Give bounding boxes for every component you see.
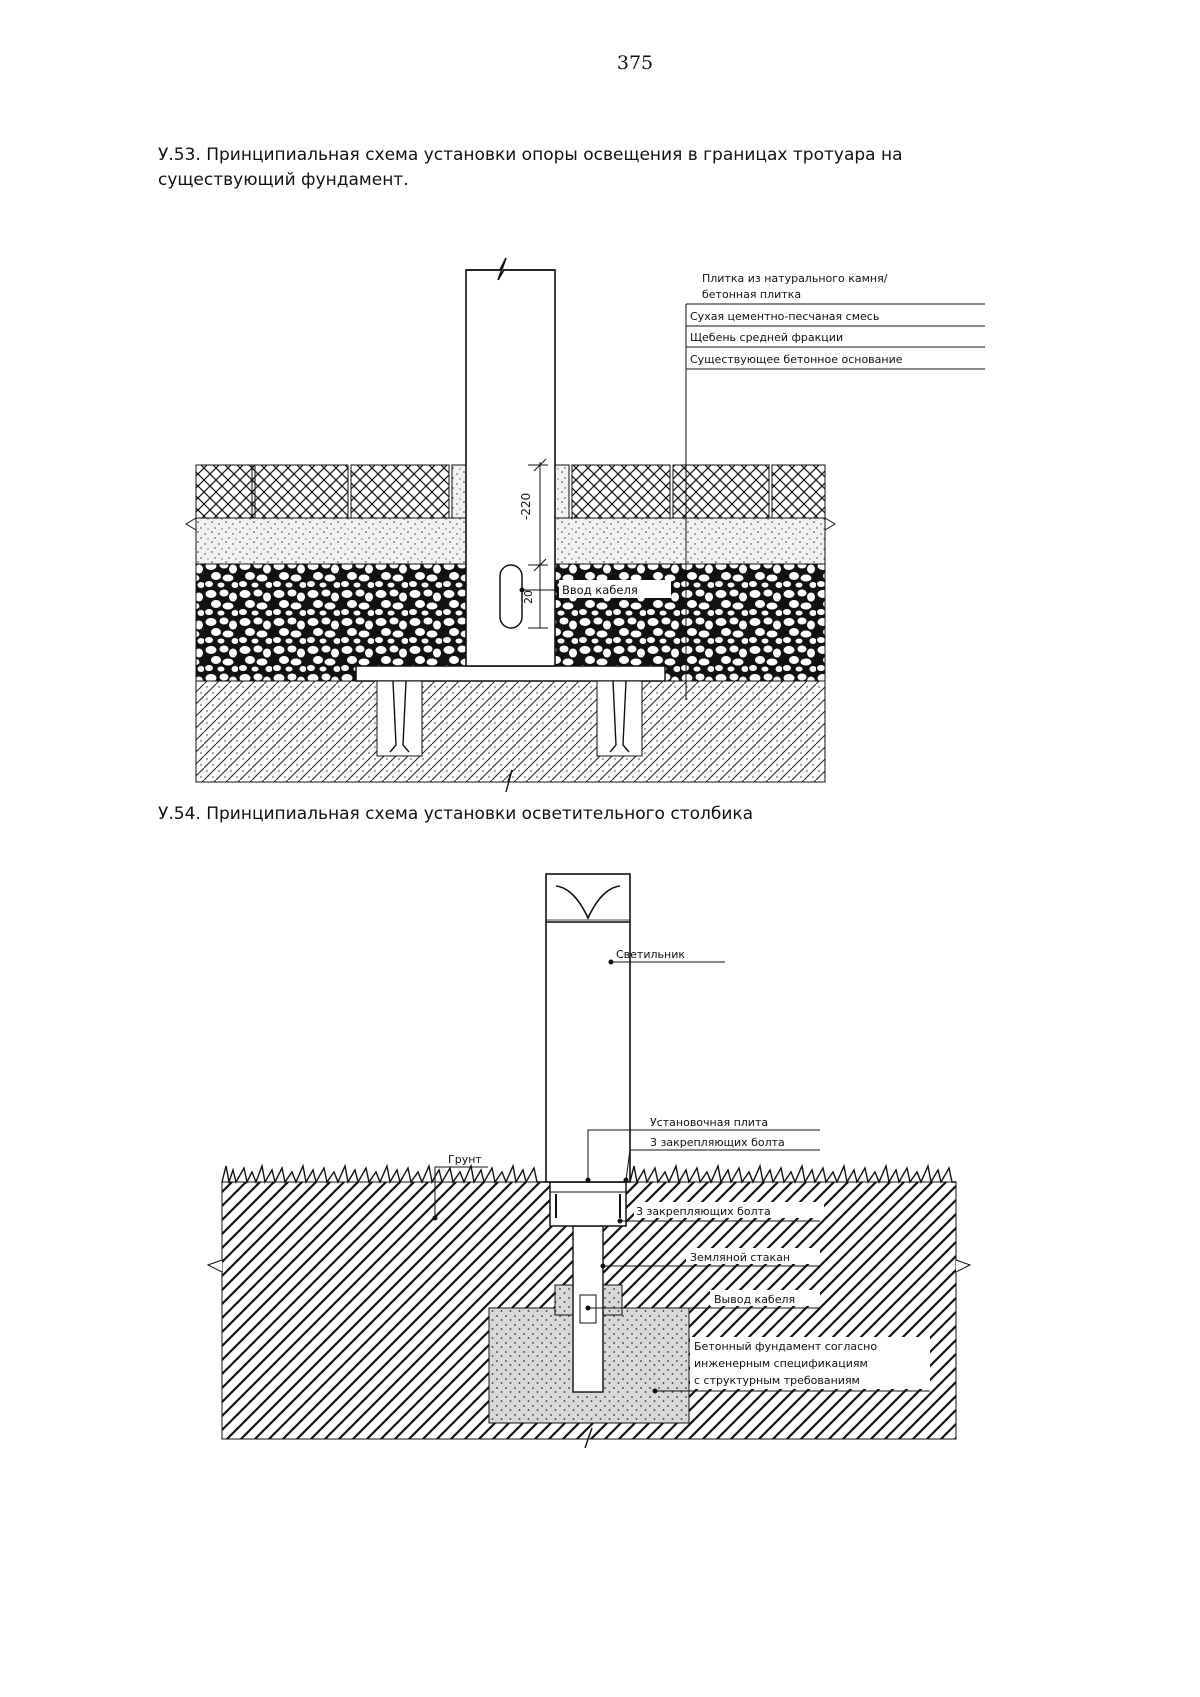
page-number: 375 [616, 52, 654, 74]
label-foundation-2: инженерным спецификациям [694, 1357, 868, 1370]
label-earth-cup: Земляной стакан [690, 1251, 790, 1264]
label-cable-outlet: Вывод кабеля [714, 1293, 795, 1306]
dimension-label: -220 [519, 493, 533, 520]
figure-53-diagram: -220 20 Ввод кабеля Плитка из натурально… [185, 257, 985, 793]
anchor-left [376, 680, 423, 757]
label-foundation-3: с структурным требованиям [694, 1374, 860, 1387]
label-lamp: Светильник [616, 948, 685, 961]
grass-line [221, 1163, 546, 1185]
lamp-head [555, 885, 621, 920]
legend-gravel: Щебень средней фракции [690, 331, 843, 344]
break-line-left [206, 1259, 223, 1273]
cable-hole [499, 564, 523, 629]
figure-54-diagram: Светильник Установочная плита 3 закрепля… [206, 873, 972, 1449]
label-bolts-bottom: 3 закрепляющих болта [636, 1205, 771, 1218]
dimension-small-label: 20 [522, 590, 535, 604]
bottom-break-line [505, 769, 513, 793]
break-line-left [185, 517, 197, 531]
base-plate [355, 665, 666, 682]
label-bolts-top: 3 закрепляющих болта [650, 1136, 785, 1149]
legend-leader [685, 303, 985, 700]
legend-concrete: Существующее бетонное основание [690, 353, 903, 366]
break-line-right [955, 1259, 972, 1273]
legend-tile-line1: Плитка из натурального камня/ [702, 272, 888, 285]
leader-lines [434, 961, 930, 1392]
label-soil: Грунт [448, 1153, 482, 1166]
figure-54-caption: У.54. Принципиальная схема установки осв… [158, 804, 754, 824]
legend-sand: Сухая цементно-песчаная смесь [690, 310, 879, 323]
anchor-right [596, 680, 643, 757]
label-foundation-1: Бетонный фундамент согласно [694, 1340, 877, 1353]
legend-tile-line2: бетонная плитка [702, 288, 801, 301]
cable-label-box [559, 580, 671, 598]
installation-plate [549, 1181, 627, 1227]
concrete-base [195, 680, 826, 783]
leader-dots [432, 959, 658, 1394]
cable-label: Ввод кабеля [562, 583, 638, 597]
break-line-right [824, 517, 836, 531]
figure-53-caption: У.53. Принципиальная схема установки опо… [158, 145, 903, 190]
grass-line-right [629, 1163, 956, 1184]
pole-break-line [466, 257, 555, 281]
dimension-line [528, 458, 548, 629]
bottom-break-line [584, 1427, 593, 1449]
label-plate: Установочная плита [650, 1116, 768, 1129]
